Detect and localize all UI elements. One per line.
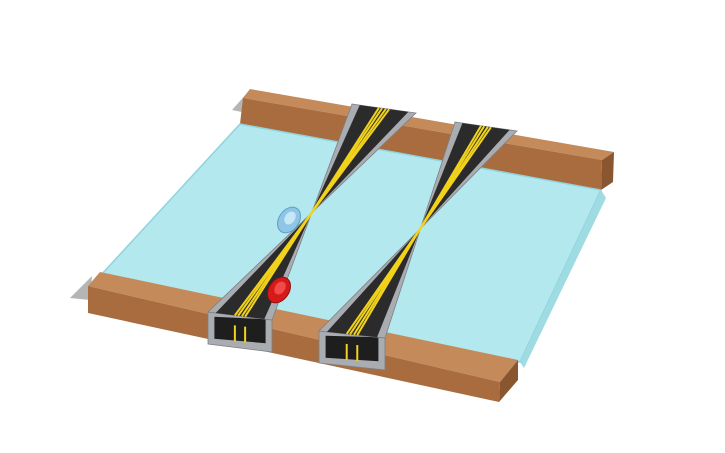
- front-wall: [88, 272, 518, 402]
- back-wall: [240, 89, 614, 190]
- road-surface: [215, 105, 409, 320]
- lane-line: [345, 126, 492, 335]
- front-wall-top: [88, 272, 518, 382]
- road-surface: [326, 123, 510, 338]
- front-wall-end: [499, 360, 518, 402]
- road-support-opening: [214, 316, 266, 344]
- back-wall-front: [240, 98, 602, 190]
- road-support-opening: [325, 335, 379, 362]
- front-wall-front: [88, 286, 500, 402]
- car-red[interactable]: [263, 273, 295, 307]
- back-wall-top: [243, 89, 614, 160]
- lane-line: [234, 108, 390, 316]
- ground-shadow-left: [70, 276, 92, 300]
- car-blue[interactable]: [273, 203, 305, 237]
- back-wall-end: [601, 152, 614, 190]
- water-side-edge: [520, 190, 606, 368]
- road-bridge-right[interactable]: [318, 121, 518, 371]
- road-bridge-left[interactable]: [207, 103, 417, 353]
